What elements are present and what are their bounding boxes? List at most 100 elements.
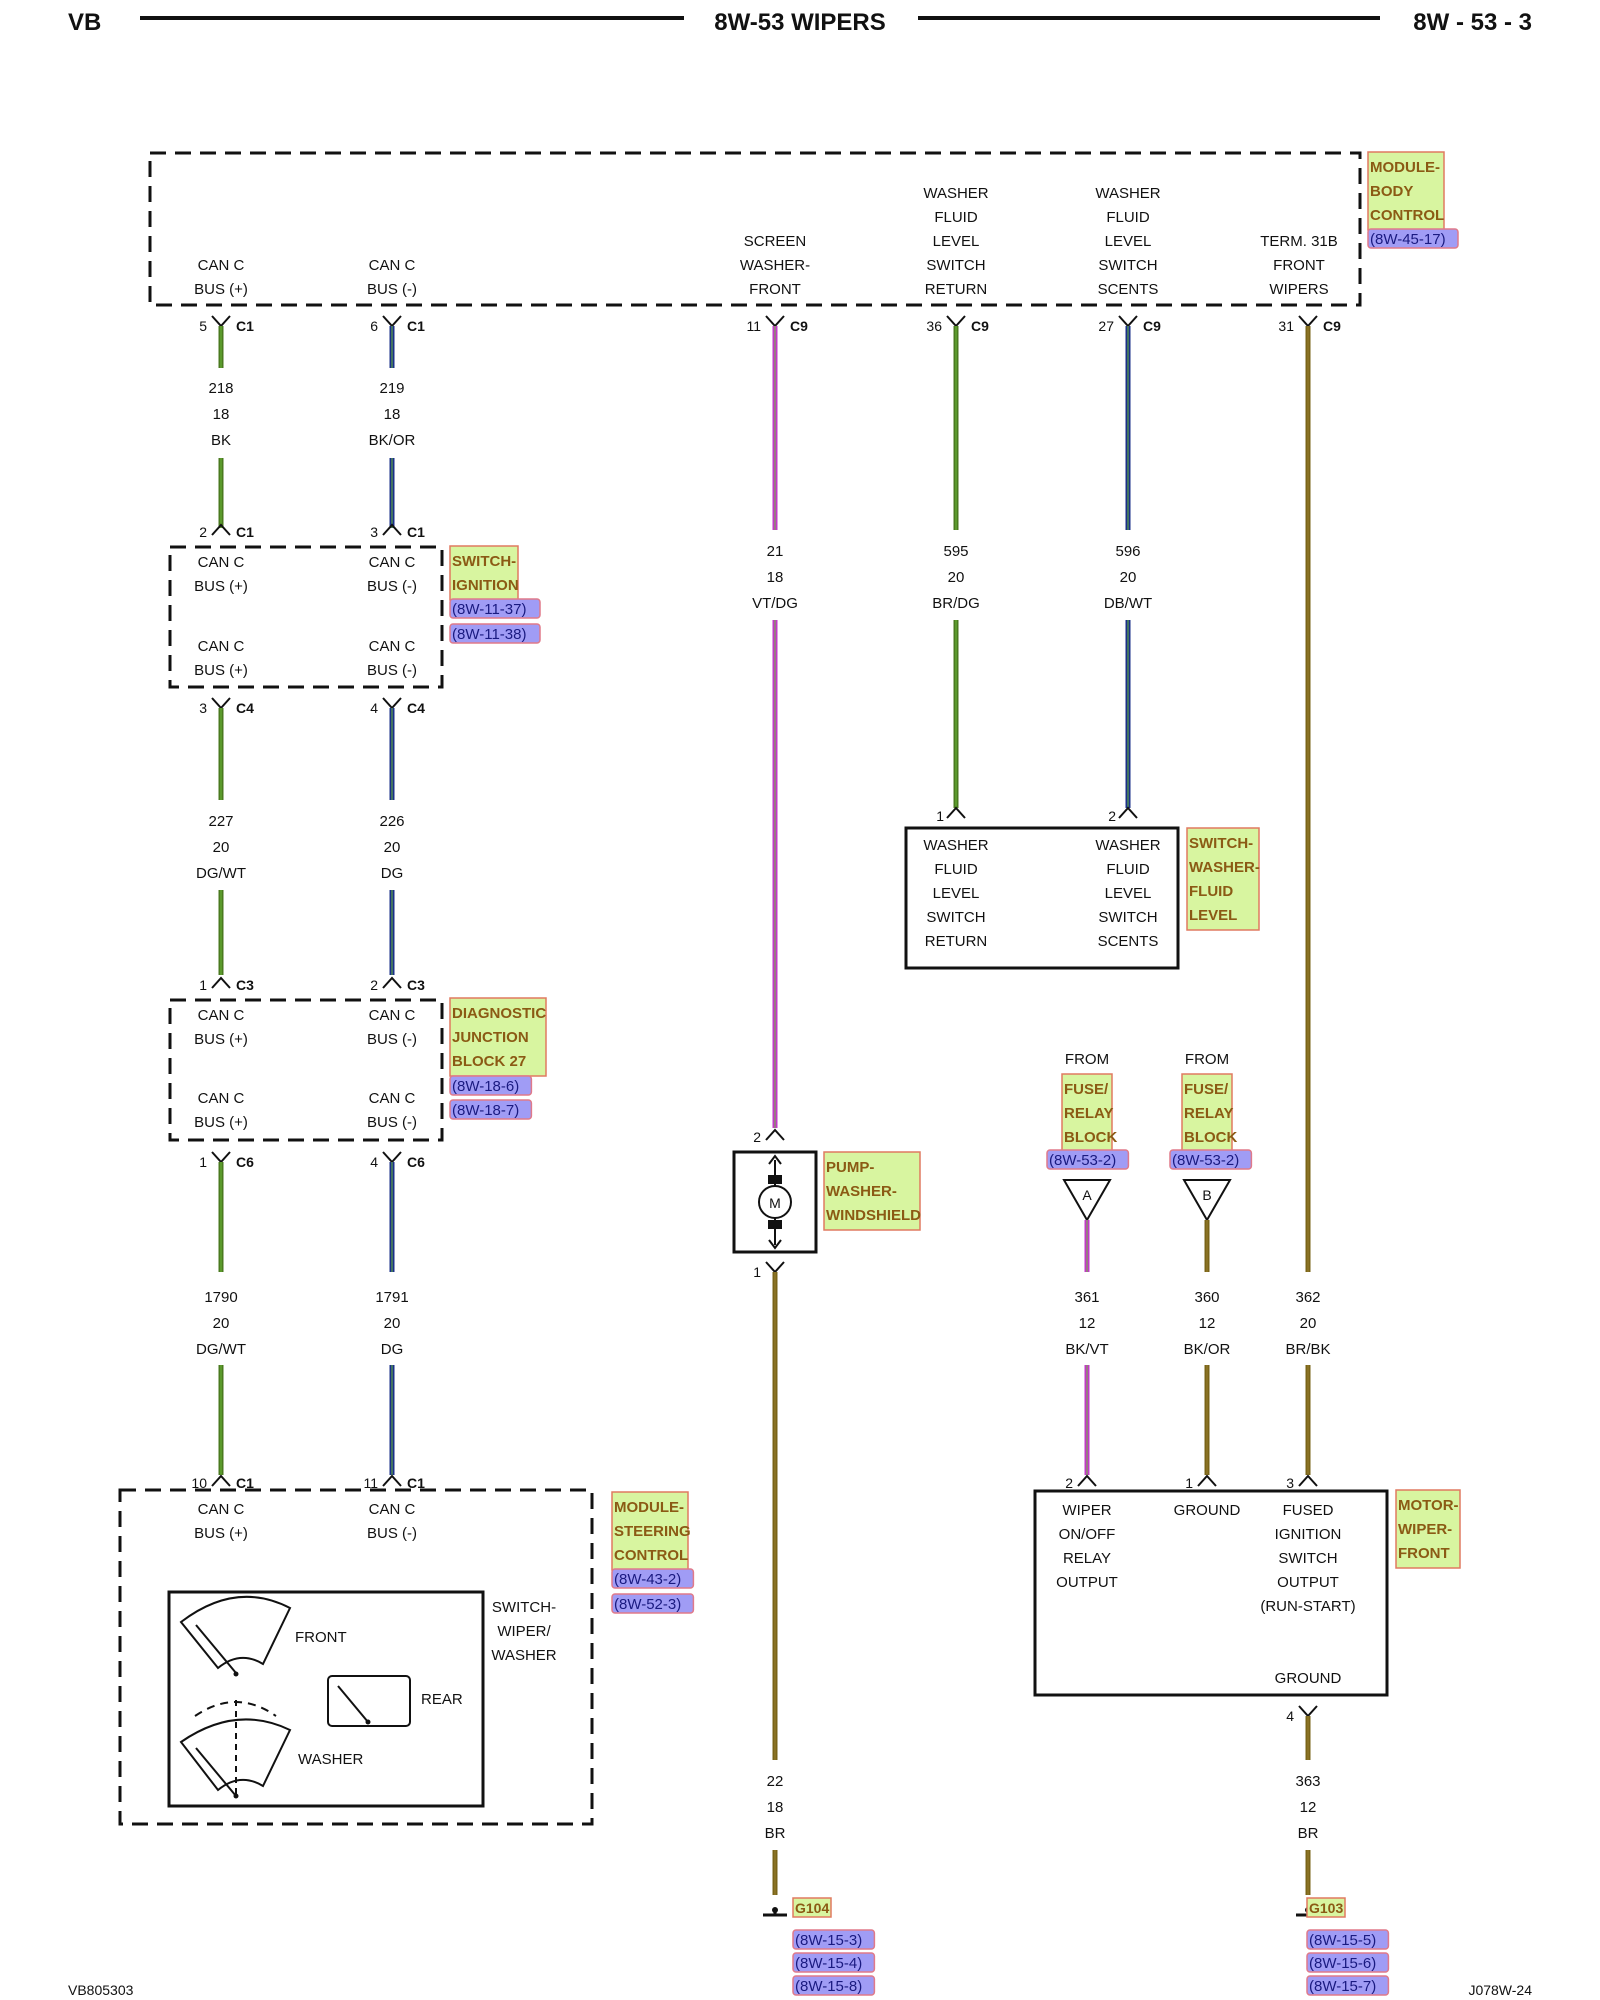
conn-pump-1-pin: 1 (753, 1264, 761, 1280)
pump-label: PUMP- (826, 1159, 874, 1176)
fork-djb-c6-4 (382, 1151, 402, 1164)
conn-ign-c4-4-pin: 4 (370, 700, 378, 716)
g104-ref-2-box (792, 1952, 876, 1973)
conn-ign-3-pin: 3 (370, 524, 378, 540)
front-label: FRONT (295, 1629, 347, 1646)
conn-ign-3-conn: C1 (407, 524, 425, 540)
fuse-a-letter: A (1082, 1187, 1092, 1203)
motor-pin-fused: (RUN-START) (1260, 1598, 1355, 1615)
fork-scm-10 (211, 1474, 231, 1487)
g103-label: G103 (1309, 1900, 1343, 1916)
wire-1790-label: 1790 (204, 1289, 237, 1306)
fuse-a-label: FUSE/ (1064, 1081, 1109, 1098)
g103-ref-2: (8W-15-6) (1309, 1955, 1376, 1972)
fork-mot-4 (1298, 1705, 1318, 1718)
bcm-pin-screen-washer: SCREEN (744, 233, 807, 250)
wire-363-label: 12 (1300, 1799, 1317, 1816)
fork-mot-3 (1298, 1474, 1318, 1487)
pump-label: WINDSHIELD (826, 1207, 921, 1224)
fork-c9-11 (765, 315, 785, 328)
g103-ref-3: (8W-15-7) (1309, 1978, 1376, 1995)
wire-22-label: 22 (767, 1773, 784, 1790)
wiper-washer-switch-label: WASHER (491, 1647, 556, 1664)
wiper-washer-switch-label: SWITCH- (492, 1599, 556, 1616)
bcm-pin-wfl-scents: SCENTS (1098, 281, 1159, 298)
wire-226-label: 226 (379, 813, 404, 830)
switch-ignition-box (168, 545, 444, 689)
front-wiper-icon (179, 1595, 292, 1670)
pump-arrow-top-icon (768, 1154, 782, 1165)
pump-motor-icon (758, 1185, 792, 1219)
washer-label: WASHER (298, 1751, 363, 1768)
conn-djb-1-pin: 1 (199, 977, 207, 993)
body-control-ref: (8W-45-17) (1370, 231, 1446, 248)
steering-control-label: CONTROL (614, 1547, 688, 1564)
conn-djb-c6-1-conn: C6 (236, 1154, 254, 1170)
wire-1790-label: DG/WT (196, 1341, 246, 1358)
conn-mot-4-pin: 4 (1286, 1708, 1294, 1724)
conn-c1-5-conn: C1 (236, 318, 254, 334)
rear-wiper-icon (327, 1675, 411, 1727)
wfl-pin-scents: SWITCH (1098, 909, 1157, 926)
washer-pivot-icon (233, 1793, 239, 1799)
fork-ign-2 (211, 523, 231, 536)
conn-c9-31-conn: C9 (1323, 318, 1341, 334)
ign-bot-minus: CAN C (369, 638, 416, 655)
wire-1790-label: 20 (213, 1315, 230, 1332)
scm-pin-plus: BUS (+) (194, 1525, 248, 1542)
fuse-a-label: BLOCK (1064, 1129, 1117, 1146)
djb-label: DIAGNOSTIC (452, 1005, 546, 1022)
fuse-b-ref: (8W-53-2) (1172, 1152, 1239, 1169)
fork-c9-36 (946, 315, 966, 328)
wire-1791-label: DG (381, 1341, 404, 1358)
conn-scm-10-conn: C1 (236, 1475, 254, 1491)
pump-label-box (823, 1151, 921, 1231)
bcm-pin-can-plus: BUS (+) (194, 281, 248, 298)
footer-right: J078W-24 (1468, 1982, 1532, 1998)
conn-scm-10-pin: 10 (191, 1475, 207, 1491)
bcm-pin-wfl-return: FLUID (934, 209, 978, 226)
wire-227-label: DG/WT (196, 865, 246, 882)
wfl-pin-return: SWITCH (926, 909, 985, 926)
rear-wiper-arm-icon (337, 1685, 369, 1723)
conn-mot-3-pin: 3 (1286, 1475, 1294, 1491)
washer-fluid-switch-label: FLUID (1189, 883, 1233, 900)
fork-djb-2 (382, 976, 402, 989)
conn-ign-2-conn: C1 (236, 524, 254, 540)
conn-scm-11-pin: 11 (363, 1475, 378, 1491)
wire-360-label: 360 (1194, 1289, 1219, 1306)
djb-label: BLOCK 27 (452, 1053, 526, 1070)
scm-pin-minus: BUS (-) (367, 1525, 417, 1542)
wfl-pin-scents: WASHER (1095, 837, 1160, 854)
steering-control-ref-2: (8W-52-3) (614, 1596, 681, 1613)
header-right: 8W - 53 - 3 (1413, 9, 1532, 36)
fork-ign-3 (382, 523, 402, 536)
steering-control-ref-1: (8W-43-2) (614, 1571, 681, 1588)
ign-top-plus: CAN C (198, 554, 245, 571)
wire-595-label: BR/DG (932, 595, 980, 612)
washer-fluid-switch-label: WASHER- (1189, 859, 1260, 876)
bcm-pin-wfl-return: SWITCH (926, 257, 985, 274)
fork-wfl-2 (1118, 806, 1138, 819)
g103-ref-2-box (1306, 1952, 1390, 1973)
motor-pin-ground2: GROUND (1275, 1670, 1342, 1687)
washer-wiper-icon (179, 1718, 292, 1792)
djb-box (168, 998, 444, 1142)
motor-pin-fused: IGNITION (1275, 1526, 1342, 1543)
ign-bot-plus: CAN C (198, 638, 245, 655)
wire-219-label: 219 (379, 380, 404, 397)
motor-pin-ground: GROUND (1174, 1502, 1241, 1519)
body-control-label: MODULE- (1370, 159, 1440, 176)
conn-djb-c6-1-pin: 1 (199, 1154, 207, 1170)
bcm-pin-term31b: WIPERS (1269, 281, 1328, 298)
g103-label-box (1306, 1897, 1346, 1918)
fuse-a-from: FROM (1065, 1051, 1109, 1068)
wire-360-label: BK/OR (1184, 1341, 1231, 1358)
pump-motor-brush-bot (768, 1220, 782, 1229)
bcm-pin-term31b: FRONT (1273, 257, 1325, 274)
djb-bot-minus: CAN C (369, 1090, 416, 1107)
wire-360-label: 12 (1199, 1315, 1216, 1332)
wire-361-label: 361 (1074, 1289, 1099, 1306)
conn-djb-c6-4-pin: 4 (370, 1154, 378, 1170)
washer-fluid-switch-label-box (1186, 827, 1260, 931)
